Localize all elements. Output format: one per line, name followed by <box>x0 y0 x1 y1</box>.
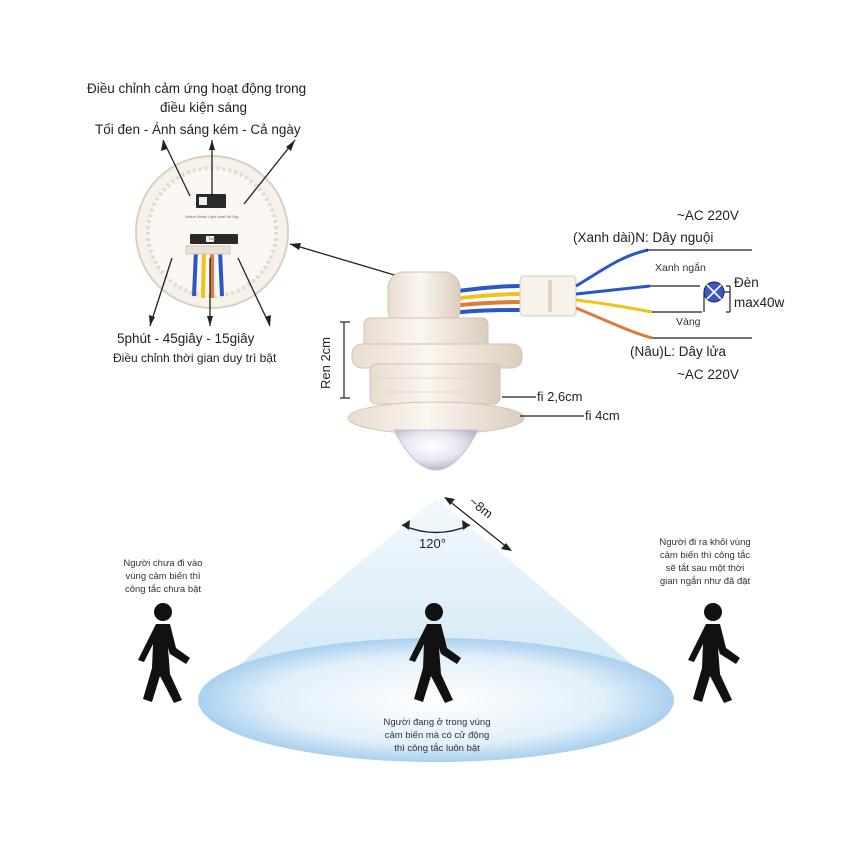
light-adjust-title-line1: Điều chỉnh cảm ứng hoạt động trong <box>87 81 307 96</box>
ac-voltage-top: ~AC 220V <box>677 208 739 223</box>
small-diameter-label: fi 2,6cm <box>537 389 583 404</box>
time-options: 5phút - 45giây - 15giây <box>117 331 255 346</box>
output-wires <box>575 248 653 340</box>
neutral-wire-label: (Xanh dài)N: Dây nguội <box>573 230 714 245</box>
lamp-icon <box>703 281 730 312</box>
yellow-wire-label: Vàng <box>676 316 701 328</box>
person-inside-icon <box>409 603 461 703</box>
live-wire-label: (Nâu)L: Dây lửa <box>630 344 727 359</box>
thread-length-label: Ren 2cm <box>318 336 334 390</box>
person-outside-right-icon <box>688 603 740 703</box>
light-adjust-title-line2: điều kiện sáng <box>160 100 248 115</box>
note-outside-left: Người chưa đi vào vùng cảm biến thì công… <box>123 558 203 595</box>
detection-floor <box>198 638 674 762</box>
person-outside-left-icon <box>138 603 190 703</box>
wiring-lines <box>646 249 752 339</box>
svg-text:Time: Time <box>208 237 216 241</box>
large-diameter-label: fi 4cm <box>585 408 620 423</box>
svg-text:Motion Switch Light Level Sel: Motion Switch Light Level Sel Day <box>186 215 239 219</box>
dimension-markers <box>340 321 584 417</box>
ac-voltage-bottom: ~AC 220V <box>677 367 739 382</box>
dial-pointer-lines <box>149 139 419 327</box>
note-inside: Người đang ở trong vùng cảm biến mà có c… <box>383 717 491 754</box>
detection-angle: 120° <box>419 536 446 551</box>
lamp-max-label: max40w <box>734 295 785 310</box>
sensor-body <box>347 271 525 471</box>
time-adjust-title: Điều chỉnh thời gian duy trì bật <box>113 351 277 365</box>
range-arrow-icon <box>447 499 509 549</box>
wire-connector <box>519 275 577 317</box>
lamp-label: Đèn <box>734 275 759 290</box>
note-outside-right: Người đi ra khỏi vùng cảm biến thì công … <box>659 537 751 587</box>
light-options: Tối đen - Ánh sáng kém - Cả ngày <box>95 122 301 137</box>
short-blue-label: Xanh ngắn <box>655 262 706 274</box>
